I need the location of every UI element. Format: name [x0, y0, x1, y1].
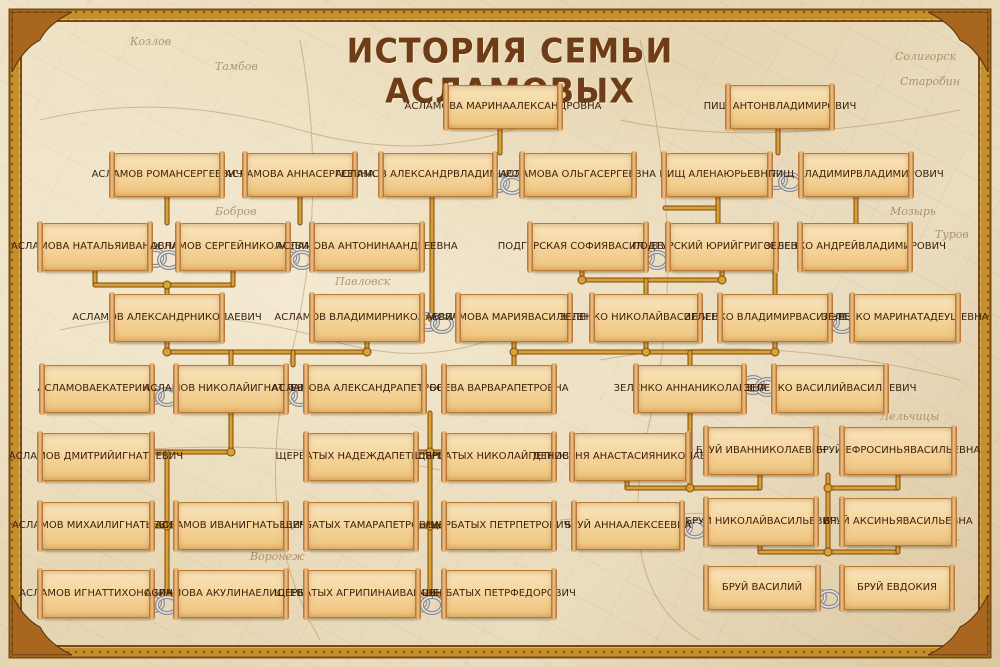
connector-joint [823, 483, 833, 493]
wedding-ring-highlight [818, 590, 840, 608]
connector-joint [577, 275, 587, 285]
map-label: Козлов [129, 35, 171, 48]
connector-joint [162, 280, 172, 290]
connector-joint [685, 483, 695, 493]
person-card: БРУЙ ВАСИЛИЙ [703, 564, 821, 612]
connector-joint [717, 275, 727, 285]
connector-joint [425, 521, 435, 531]
map-label: Туров [935, 228, 969, 241]
person-card: БРУЙ ЕВДОКИЯ [839, 564, 955, 612]
ornate-frame [8, 8, 992, 659]
map-label: Тамбов [215, 60, 258, 73]
connector-lines [92, 126, 901, 598]
connector-joint [641, 347, 651, 357]
connector-joint [425, 447, 435, 457]
map-label: Павловск [334, 275, 391, 288]
map-label: Старобин [900, 75, 960, 88]
frame-corners [11, 11, 989, 656]
wedding-ring-highlight [646, 251, 668, 269]
map-label: Бобров [214, 205, 257, 218]
map-label: Воронеж [249, 550, 305, 563]
connector-joint [162, 347, 172, 357]
map-label: Лельчицы [879, 410, 939, 423]
poster-title: ИСТОРИЯ СЕМЬИ АСЛАМОВЫХ [346, 31, 674, 111]
connector-joint [770, 347, 780, 357]
connector-joint [362, 347, 372, 357]
connector-joint [823, 547, 833, 557]
connector-joint [226, 447, 236, 457]
map-label: Солигорск [895, 50, 957, 63]
wedding-ring-highlight [431, 315, 453, 333]
connector-joint [509, 347, 519, 357]
map-label: Мозырь [889, 205, 936, 218]
connector-joint [162, 521, 172, 531]
